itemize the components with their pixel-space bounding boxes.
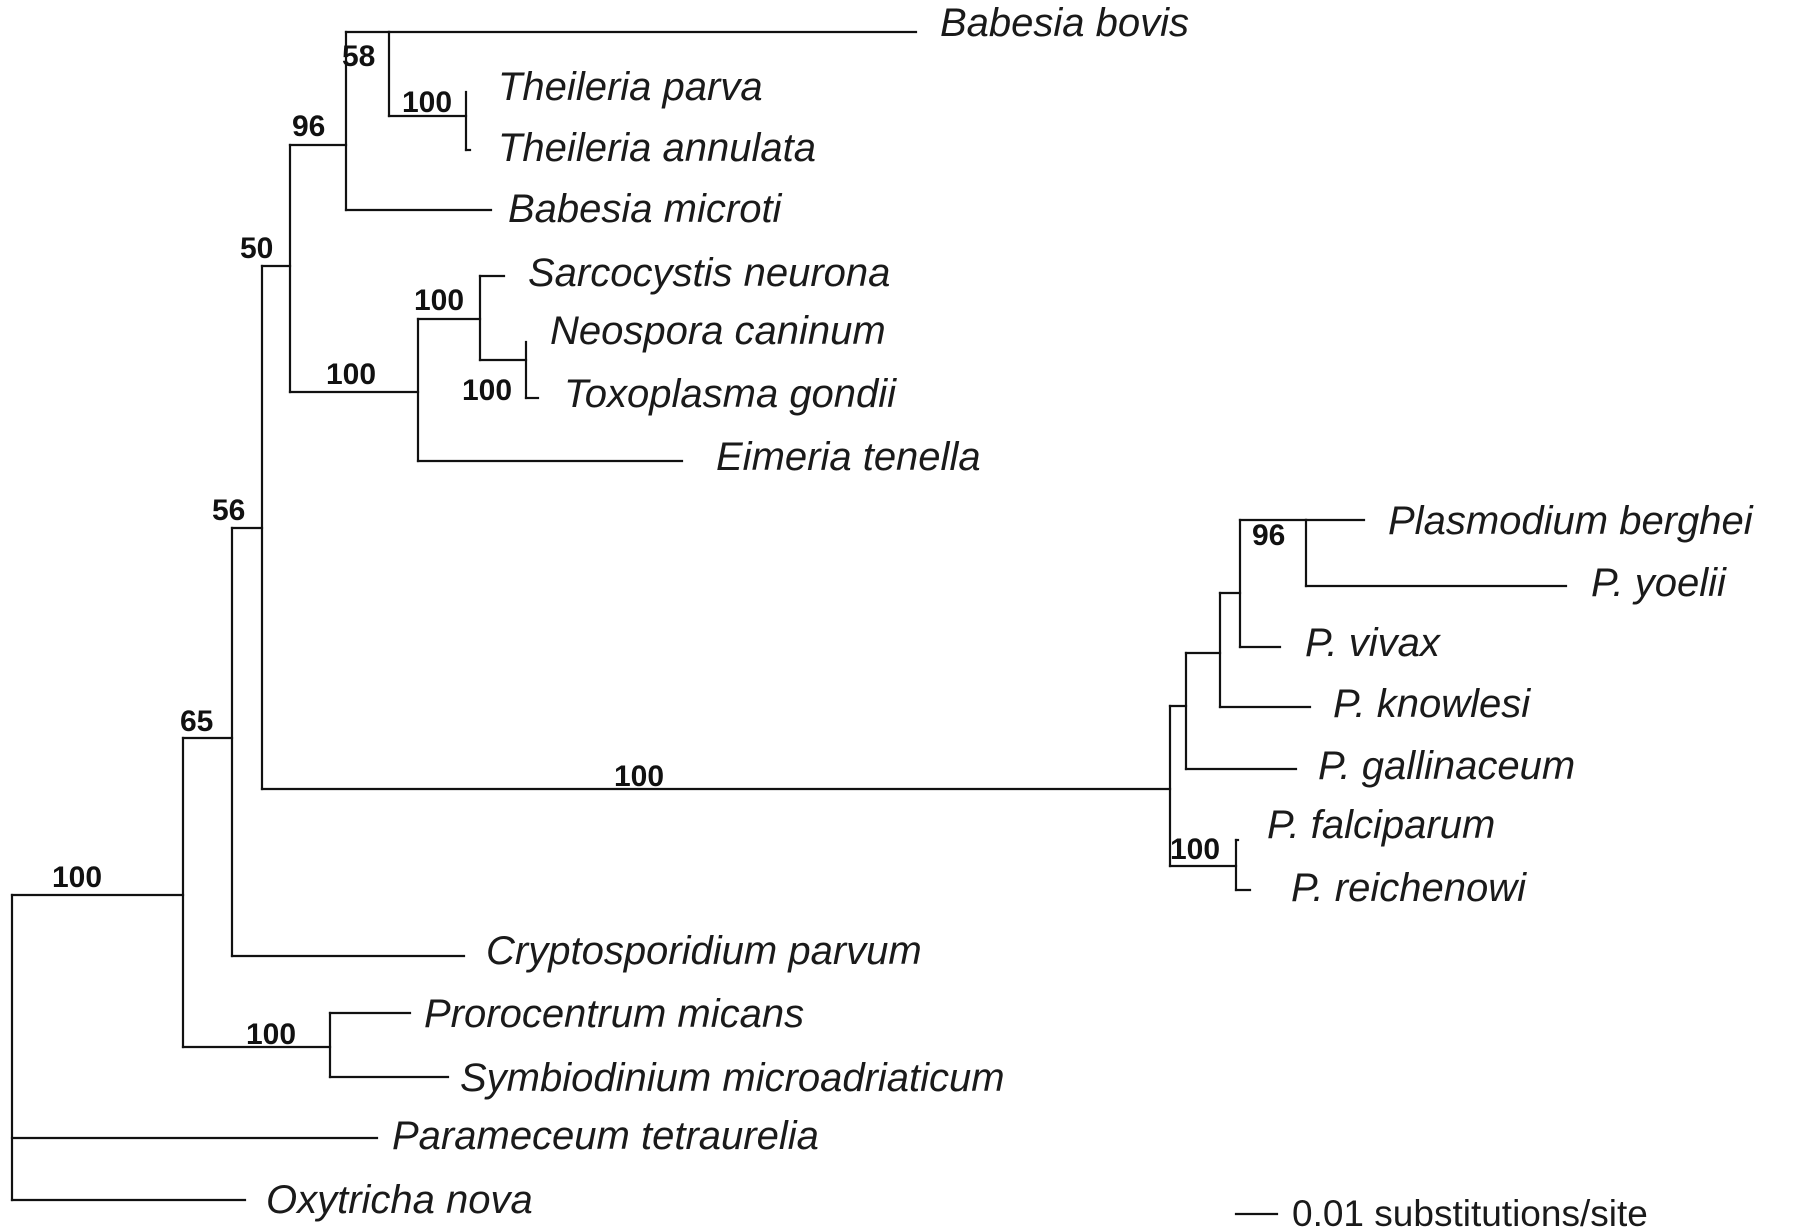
taxon-neospora-caninum: Neospora caninum — [550, 309, 886, 353]
taxon-p-knowlesi: P. knowlesi — [1333, 682, 1531, 726]
support-dinoflagellates: 100 — [246, 1018, 296, 1051]
taxon-babesia-bovis: Babesia bovis — [940, 1, 1189, 45]
taxon-babesia-microti: Babesia microti — [508, 187, 783, 231]
taxon-p-yoelii: P. yoelii — [1591, 561, 1727, 605]
taxon-eimeria-tenella: Eimeria tenella — [716, 435, 981, 479]
taxon-p-falciparum: P. falciparum — [1267, 803, 1495, 847]
tree-branches — [10, 30, 1568, 1202]
taxon-cryptosporidium-parvum: Cryptosporidium parvum — [486, 929, 922, 973]
support-piroplasms: 96 — [292, 110, 325, 143]
support-plasmodium: 100 — [614, 760, 664, 793]
scale-bar-label: 0.01 substitutions/site — [1292, 1193, 1648, 1230]
taxon-theileria-annulata: Theileria annulata — [498, 126, 816, 170]
taxon-toxoplasma-gondii: Toxoplasma gondii — [564, 372, 897, 416]
support-sarcocystidae: 100 — [414, 284, 464, 317]
support-falciparum-reichenowi: 100 — [1170, 833, 1220, 866]
taxon-p-reichenowi: P. reichenowi — [1291, 866, 1527, 910]
support-neospora-toxoplasma: 100 — [462, 374, 512, 407]
support-piroplasm-coccidia: 50 — [240, 232, 273, 265]
taxon-p-gallinaceum: P. gallinaceum — [1318, 744, 1575, 788]
support-coccidia: 100 — [326, 358, 376, 391]
support-berghei-yoelii: 96 — [1252, 519, 1285, 552]
support-babesia-theileria: 58 — [342, 40, 375, 73]
taxon-plasmodium-berghei: Plasmodium berghei — [1388, 499, 1754, 543]
support-alveolate-core: 65 — [180, 705, 213, 738]
taxon-oxytricha-nova: Oxytricha nova — [266, 1178, 533, 1222]
taxon-theileria-parva: Theileria parva — [498, 65, 763, 109]
taxon-parameceum-tetraurelia: Parameceum tetraurelia — [392, 1114, 819, 1158]
taxon-prorocentrum-micans: Prorocentrum micans — [424, 992, 804, 1036]
taxon-p-vivax: P. vivax — [1305, 621, 1442, 665]
taxon-symbiodinium-microadriaticum: Symbiodinium microadriaticum — [460, 1056, 1005, 1100]
support-theileria: 100 — [402, 86, 452, 119]
taxon-sarcocystis-neurona: Sarcocystis neurona — [528, 251, 890, 295]
support-apicomplexa: 56 — [212, 494, 245, 527]
support-root: 100 — [52, 861, 102, 894]
